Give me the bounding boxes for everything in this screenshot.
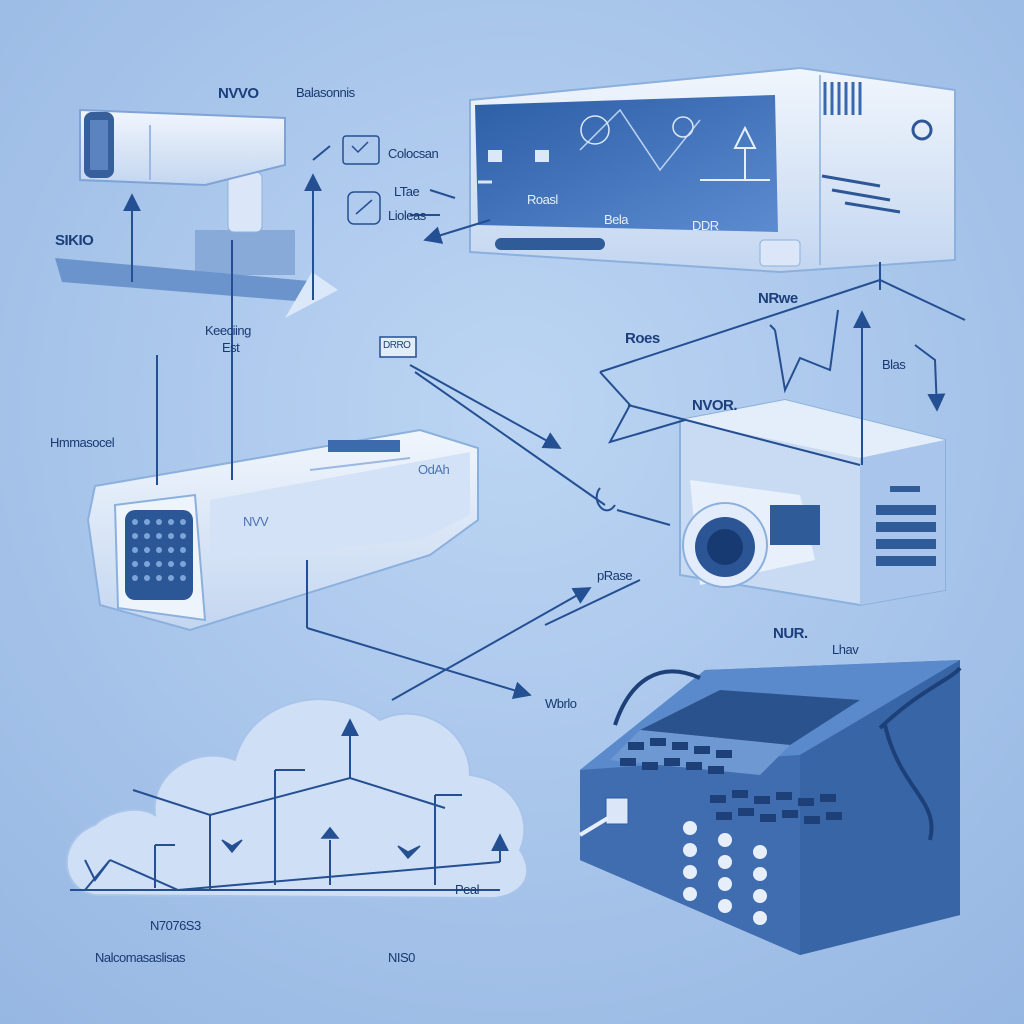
label-camera: NVV: [243, 514, 269, 529]
legend-icons: [221, 135, 421, 860]
label-right-hav: Lhav: [832, 642, 859, 657]
arrow-plate: [285, 272, 338, 318]
label-nvor: NVOR.: [692, 397, 738, 414]
label-roes: Roes: [625, 330, 660, 347]
label-lioleas: Lioleas: [388, 208, 426, 223]
label-top-nvr: NVVO: [218, 85, 259, 102]
label-bottom-right: NIS0: [388, 950, 415, 965]
label-heading-mid-2: Est: [222, 340, 240, 355]
label-cloud-mid: Colocsan: [388, 146, 439, 161]
label-heading-mid: Keeciing: [205, 323, 251, 338]
label-mid-wbrlo: Wbrlo: [545, 696, 577, 711]
nvr-device-top: [469, 66, 956, 274]
connection-lines: [70, 145, 966, 892]
label-camera-brand: OdAh: [418, 462, 450, 477]
label-nur: NUR.: [773, 625, 808, 642]
label-panel-2: Bela: [604, 212, 629, 227]
label-nrpe: NRwe: [758, 290, 798, 307]
label-peal: Peal: [455, 882, 480, 897]
recorder-box-bottom: [578, 660, 962, 955]
camera-mount-arm: [55, 258, 320, 302]
camera-top-left: [79, 108, 295, 275]
label-ltae: LTae: [394, 184, 420, 199]
label-top-right-small: Balasonnis: [296, 85, 355, 100]
label-bottom-long: Nalcomasaslisas: [95, 950, 186, 965]
label-panel-3: DDR: [692, 218, 719, 233]
camera-bullet-left: [86, 428, 479, 632]
camera-box-right: [679, 398, 946, 607]
label-left-long: Hmmasocel: [50, 435, 115, 450]
label-bottom-code: N7076S3: [150, 918, 201, 933]
cloud-shape: [65, 698, 528, 900]
label-right-blas: Blas: [882, 357, 906, 372]
label-pbase: pRase: [597, 568, 633, 583]
label-panel-1: Roasl: [527, 192, 558, 207]
label-small-tag: DRRO: [383, 340, 411, 351]
label-left-sigo: SIKIO: [55, 232, 94, 249]
